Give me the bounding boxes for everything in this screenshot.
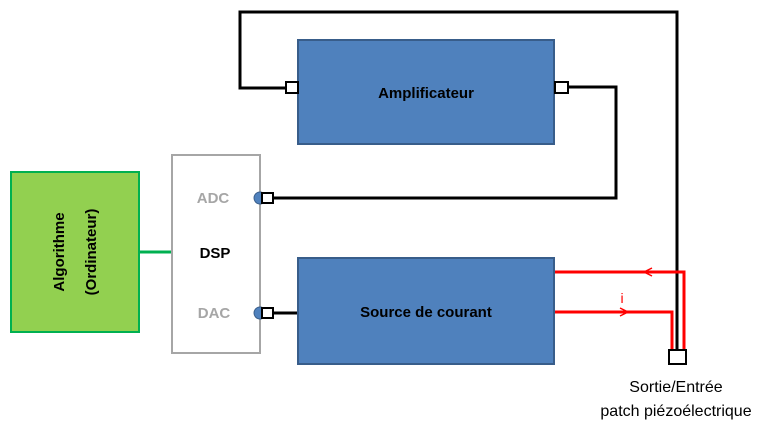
- output-label-line2: patch piézoélectrique: [600, 403, 751, 420]
- patch-connector: [668, 349, 687, 365]
- dsp-block: [171, 154, 261, 354]
- wires: [139, 10, 679, 352]
- algorithm-label-line2: (Ordinateur): [83, 209, 100, 296]
- current-arrow-right: [619, 307, 630, 317]
- dac-label: DAC: [198, 305, 231, 322]
- current-source-label: Source de courant: [360, 304, 492, 321]
- current-source-block: [297, 257, 555, 365]
- current-arrow-left: [642, 267, 653, 277]
- adc-label: ADC: [197, 190, 230, 207]
- wire-amp-output-to-adc: [272, 85, 618, 200]
- current-label: i: [620, 290, 623, 306]
- output-label-line1: Sortie/Entrée: [629, 379, 722, 396]
- wire-amp-input-to-patch: [238, 10, 679, 352]
- adc-port-connector: [261, 192, 274, 204]
- amp-output-connector: [554, 81, 569, 94]
- algorithm-block: [10, 171, 140, 333]
- amplifier-label: Amplificateur: [378, 85, 474, 102]
- wire-current-out: [555, 310, 674, 352]
- dsp-label: DSP: [200, 245, 231, 262]
- dac-port-connector: [261, 307, 274, 319]
- algorithm-label-line1: Algorithme: [51, 212, 68, 291]
- amp-input-connector: [285, 81, 299, 94]
